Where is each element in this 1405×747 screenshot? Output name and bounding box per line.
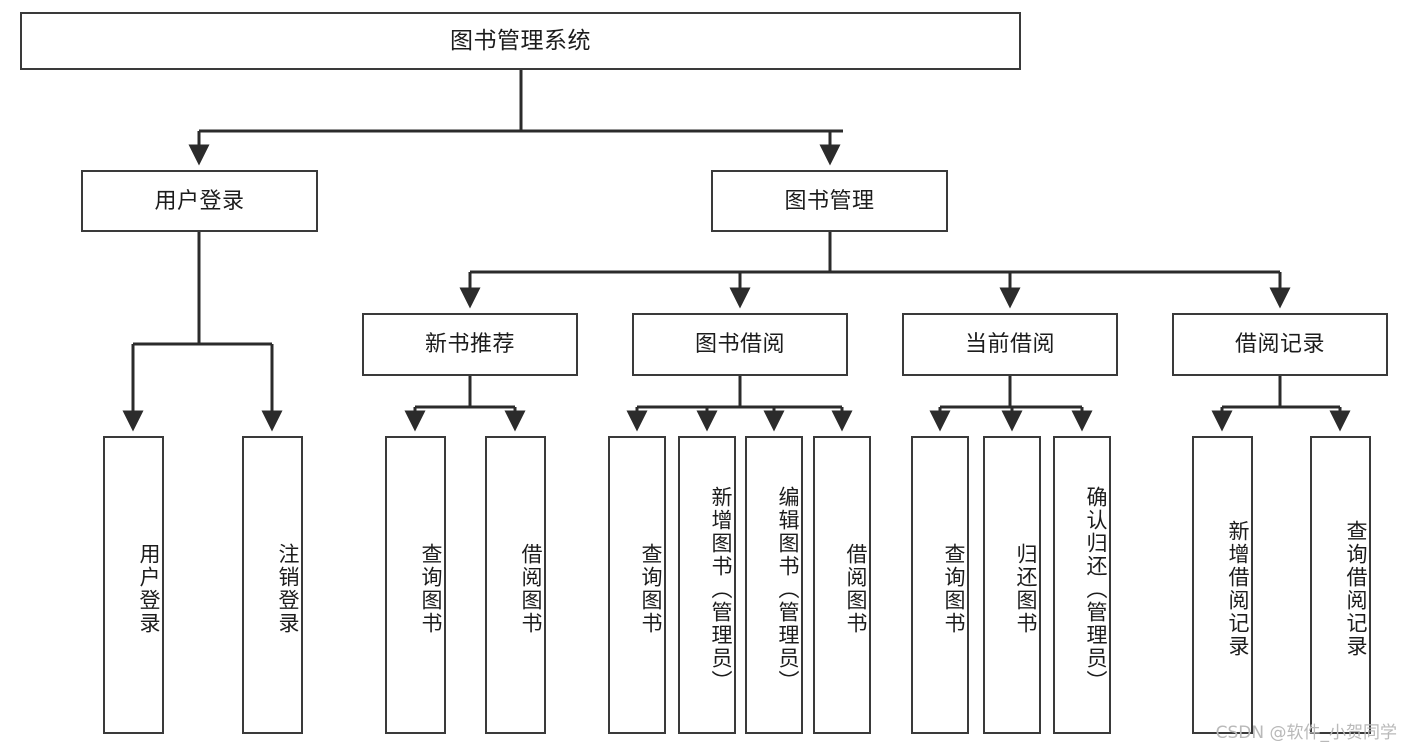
node-book-borrow[interactable]: 图书借阅 xyxy=(632,313,848,376)
leaf-query-book-current[interactable]: 查询图书 xyxy=(911,436,969,734)
leaf-confirm-return-admin[interactable]: 确认归还（管理员） xyxy=(1053,436,1111,734)
node-book-management[interactable]: 图书管理 xyxy=(711,170,948,232)
leaf-add-borrow-record[interactable]: 新增借阅记录 xyxy=(1192,436,1253,734)
leaf-borrow-book-recommend[interactable]: 借阅图书 xyxy=(485,436,546,734)
node-user-login[interactable]: 用户登录 xyxy=(81,170,318,232)
leaf-query-borrow-record[interactable]: 查询借阅记录 xyxy=(1310,436,1371,734)
leaf-edit-book-admin[interactable]: 编辑图书（管理员） xyxy=(745,436,803,734)
leaf-add-book-admin[interactable]: 新增图书（管理员） xyxy=(678,436,736,734)
leaf-query-book-recommend[interactable]: 查询图书 xyxy=(385,436,446,734)
leaf-return-book[interactable]: 归还图书 xyxy=(983,436,1041,734)
node-new-book-recommend[interactable]: 新书推荐 xyxy=(362,313,578,376)
leaf-user-logout[interactable]: 注销登录 xyxy=(242,436,303,734)
node-borrow-record[interactable]: 借阅记录 xyxy=(1172,313,1388,376)
leaf-user-login[interactable]: 用户登录 xyxy=(103,436,164,734)
leaf-query-book-borrow[interactable]: 查询图书 xyxy=(608,436,666,734)
leaf-borrow-book-borrow[interactable]: 借阅图书 xyxy=(813,436,871,734)
node-root-system[interactable]: 图书管理系统 xyxy=(20,12,1021,70)
node-current-borrow[interactable]: 当前借阅 xyxy=(902,313,1118,376)
